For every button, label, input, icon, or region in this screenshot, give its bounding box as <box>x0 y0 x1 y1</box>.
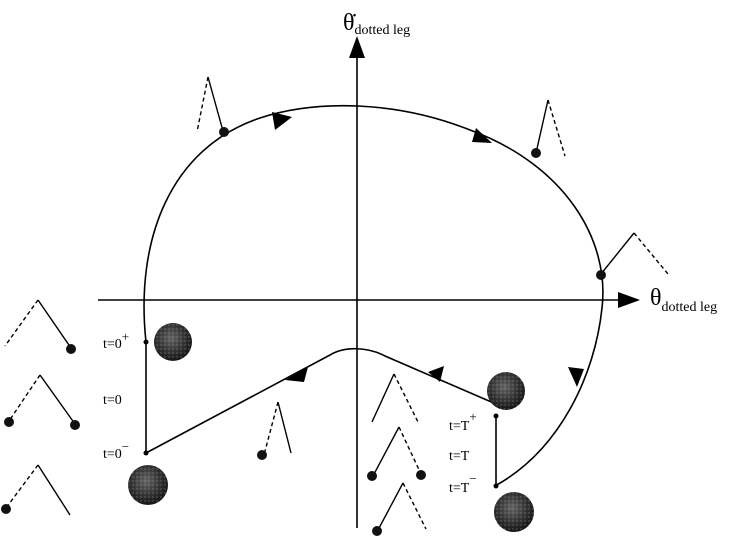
axis-labels: θ̇dotted leg θdotted leg <box>343 10 717 315</box>
leg-config-center-right-bottom <box>372 482 427 536</box>
label-tT-plus-base: t=T <box>449 419 470 434</box>
label-t0-plus: t=0+ <box>103 329 129 352</box>
y-axis-label: θ̇dotted leg <box>343 10 410 38</box>
impact-ball-t0-plus <box>154 323 192 361</box>
label-tT-minus-base: t=T <box>449 481 470 496</box>
label-tT-plus: t=T+ <box>449 409 477 434</box>
event-dot-t0-minus <box>143 450 149 456</box>
direction-arrow-return-left <box>285 367 308 382</box>
y-axis-subscript: dotted leg <box>355 23 411 38</box>
leg-config-top-left <box>196 76 229 137</box>
x-axis-label: θdotted leg <box>650 285 717 315</box>
trajectory <box>143 104 604 489</box>
direction-arrow-return-right <box>428 366 444 382</box>
leg-config-center-right-top <box>371 373 419 423</box>
leg-config-right <box>596 232 669 280</box>
x-axis-symbol: θ <box>650 285 662 311</box>
label-t0-plus-base: t=0 <box>103 337 122 352</box>
label-tT-plus-sup: + <box>469 409 476 424</box>
event-dot-tT-plus <box>493 413 499 419</box>
impact-ball-tT-minus <box>494 492 534 532</box>
x-axis-arrowhead <box>618 292 640 308</box>
x-axis-subscript: dotted leg <box>662 300 718 315</box>
leg-config-center-left <box>257 401 292 460</box>
impact-ball-t0-minus <box>128 465 168 505</box>
time-labels: t=0+ t=0 t=0− t=T+ t=T t=T− <box>103 329 477 496</box>
direction-arrow-top-right <box>472 128 492 143</box>
label-t0-minus-base: t=0 <box>103 447 122 462</box>
direction-arrow-top-left <box>272 112 292 130</box>
leg-config-left-middle <box>4 374 80 430</box>
label-t0-minus: t=0− <box>103 439 129 462</box>
event-dot-tT-minus <box>493 483 499 489</box>
axes <box>98 36 640 528</box>
leg-config-left-top <box>4 299 76 354</box>
label-t0-plus-sup: + <box>122 329 129 344</box>
leg-config-center-right-middle <box>367 426 426 481</box>
y-axis-symbol: θ̇ <box>343 10 356 36</box>
impact-ball-tT-plus <box>487 372 525 410</box>
label-t0-minus-sup: − <box>122 439 129 454</box>
leg-config-top-right <box>531 99 566 158</box>
label-tT-minus: t=T− <box>449 471 477 496</box>
direction-arrow-right <box>568 367 584 387</box>
return-curve <box>145 347 497 454</box>
label-tT: t=T <box>449 449 470 464</box>
event-dot-t0-plus <box>143 339 149 345</box>
leg-config-left-bottom <box>1 464 71 516</box>
y-axis-arrowhead <box>349 36 365 58</box>
label-t0: t=0 <box>103 393 122 408</box>
leg-configurations <box>1 76 669 536</box>
swing-phase-curve <box>143 104 604 487</box>
label-tT-minus-sup: − <box>469 471 476 486</box>
impact-balls <box>128 323 534 532</box>
